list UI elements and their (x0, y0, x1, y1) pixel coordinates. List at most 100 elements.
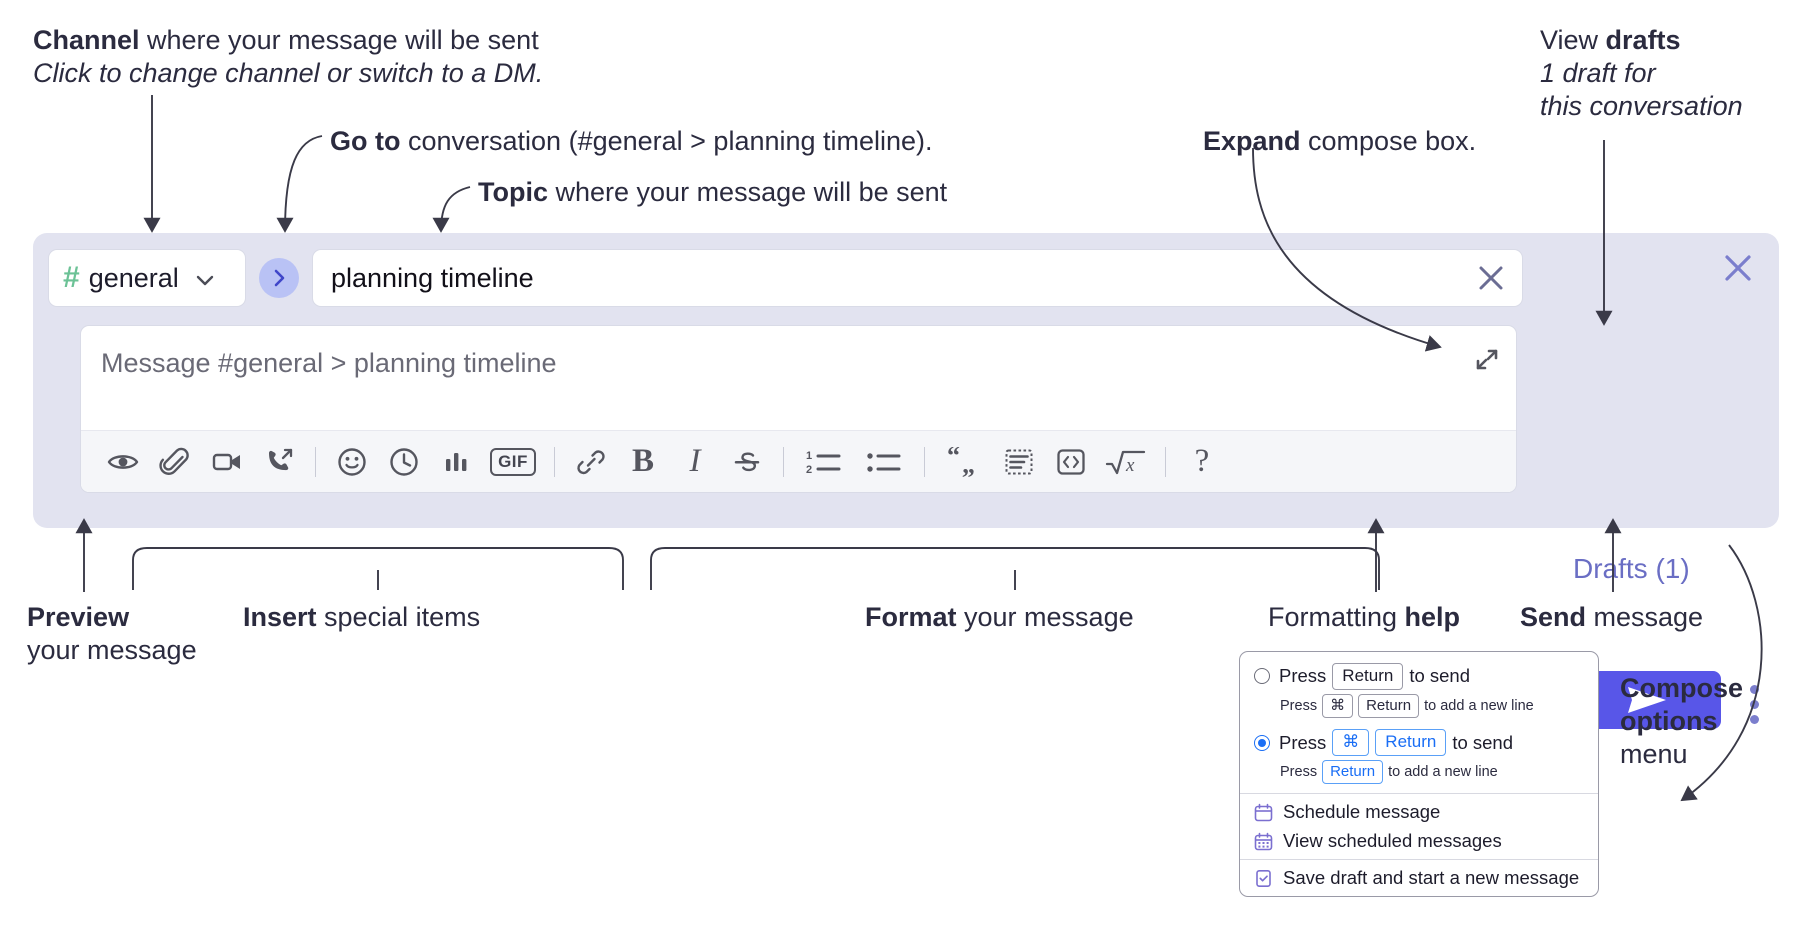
menu-item-schedule-message[interactable]: Schedule message (1240, 794, 1598, 830)
annotation-channel: Channel where your message will be sent … (33, 24, 543, 90)
emoji-button[interactable] (326, 436, 378, 488)
toolbar-divider (554, 446, 555, 477)
channel-selector[interactable]: # general (48, 249, 246, 307)
menu-item-view-scheduled[interactable]: View scheduled messages (1240, 830, 1598, 859)
menu-item-label: Save draft and start a new message (1283, 867, 1580, 889)
option1-sub-post: to add a new line (1424, 698, 1534, 715)
option1-pre: Press (1279, 665, 1327, 687)
annotation-preview: Preview your message (27, 601, 197, 667)
italic-button[interactable]: I (669, 436, 721, 488)
clear-topic-button[interactable] (1476, 263, 1506, 293)
message-compose-box[interactable]: Message #general > planning timeline (80, 325, 1517, 493)
key-command: ⌘ (1322, 693, 1354, 719)
annotation-insert-bold: Insert (243, 602, 317, 632)
annotation-send-bold: Send (1520, 602, 1587, 632)
annotation-insert: Insert special items (243, 601, 480, 634)
quote-icon: “ „ (947, 447, 975, 477)
menu-divider (1240, 859, 1598, 861)
option1-post: to send (1409, 665, 1471, 687)
formatting-toolbar: GIF B I (81, 430, 1516, 492)
bulleted-list-button[interactable] (854, 436, 914, 488)
eye-icon (107, 454, 139, 469)
drafts-link[interactable]: Drafts (1) (1573, 553, 1690, 584)
message-placeholder: Message #general > planning timeline (101, 348, 557, 378)
annotation-view-drafts-bold: drafts (1605, 25, 1681, 55)
compose-header-row: # general planning timeline (48, 249, 1523, 307)
annotation-formatting-help: Formatting help (1268, 601, 1460, 634)
annotation-channel-bold: Channel (33, 25, 140, 55)
radio-selected[interactable] (1254, 734, 1270, 751)
key-command: ⌘ (1332, 729, 1370, 757)
svg-text:x: x (1125, 455, 1135, 476)
video-clip-button[interactable] (201, 436, 253, 488)
goto-conversation-button[interactable] (259, 258, 299, 298)
gif-button[interactable]: GIF (482, 436, 544, 488)
strikethrough-button[interactable] (721, 436, 773, 488)
annotation-view-drafts-pre: View (1540, 25, 1606, 55)
strikethrough-icon (734, 451, 760, 471)
code-button[interactable] (1045, 436, 1097, 488)
ordered-list-button[interactable]: 1 2 (794, 436, 854, 488)
menu-item-save-draft[interactable]: Save draft and start a new message (1240, 860, 1598, 896)
expand-compose-button[interactable] (1472, 344, 1502, 374)
video-icon (212, 453, 240, 470)
send-option-1[interactable]: Press Return to send Press ⌘ Return to a… (1240, 652, 1598, 727)
annotation-compose-options-rest: menu (1620, 738, 1688, 769)
svg-text:2: 2 (806, 464, 812, 476)
blockquote-button[interactable]: “ „ (935, 436, 993, 488)
bold-button[interactable]: B (617, 436, 669, 488)
key-return: Return (1375, 729, 1447, 757)
huddle-button[interactable] (253, 436, 305, 488)
compose-options-button[interactable] (1748, 685, 1760, 724)
close-icon (1725, 255, 1751, 281)
annotation-channel-rest: where your message will be sent (139, 25, 539, 55)
topic-input[interactable]: planning timeline (312, 249, 1523, 307)
annotation-preview-sub: your message (27, 634, 197, 665)
chevron-right-icon (274, 269, 285, 287)
radio-unselected[interactable] (1254, 668, 1270, 685)
toolbar-divider (783, 446, 784, 477)
sqrt-x-icon: x (1105, 450, 1146, 476)
close-icon (1479, 266, 1503, 290)
link-button[interactable] (565, 436, 617, 488)
annotation-topic: Topic where your message will be sent (478, 176, 947, 209)
question-mark-icon: ? (1194, 443, 1210, 479)
code-block-button[interactable] (993, 436, 1045, 488)
annotation-topic-rest: where your message will be sent (548, 177, 948, 207)
annotation-formatting-help-bold: help (1404, 602, 1461, 632)
math-button[interactable]: x (1097, 436, 1155, 488)
annotation-view-drafts-sub2: this conversation (1540, 90, 1743, 121)
ordered-list-icon: 1 2 (806, 450, 841, 476)
toolbar-divider (315, 446, 316, 477)
connector-topic (432, 186, 471, 233)
send-option-2[interactable]: Press ⌘ Return to send Press Return to a… (1240, 727, 1598, 793)
attachment-button[interactable] (149, 436, 201, 488)
svg-text:„: „ (962, 450, 975, 477)
compose-options-menu: Press Return to send Press ⌘ Return to a… (1239, 651, 1599, 898)
annotation-insert-rest: special items (316, 602, 481, 632)
close-panel-button[interactable] (1721, 251, 1755, 285)
bracket-format (651, 548, 1379, 590)
svg-text:“: “ (947, 447, 960, 470)
key-return: Return (1332, 663, 1404, 690)
kebab-dot (1749, 700, 1759, 709)
toolbar-divider (924, 446, 925, 477)
annotation-expand-bold: Expand (1203, 126, 1301, 156)
poll-button[interactable] (430, 436, 482, 488)
compose-panel: # general planning timeline (33, 233, 1779, 729)
bullet-list-icon (867, 452, 901, 472)
annotation-topic-bold: Topic (478, 177, 548, 207)
formatting-help-button[interactable]: ? (1176, 436, 1228, 488)
annotation-format: Format your message (865, 601, 1134, 634)
gif-label: GIF (490, 447, 536, 476)
italic-label: I (689, 443, 701, 479)
toolbar-divider (1165, 446, 1166, 477)
annotation-expand-rest: compose box. (1300, 126, 1477, 156)
menu-divider (1240, 793, 1598, 795)
menu-item-label: View scheduled messages (1283, 830, 1502, 852)
calendar-icon (1254, 803, 1273, 822)
preview-button[interactable] (97, 436, 149, 488)
annotation-send: Send message (1520, 601, 1703, 634)
reminder-button[interactable] (378, 436, 430, 488)
code-block-icon (1005, 449, 1033, 474)
